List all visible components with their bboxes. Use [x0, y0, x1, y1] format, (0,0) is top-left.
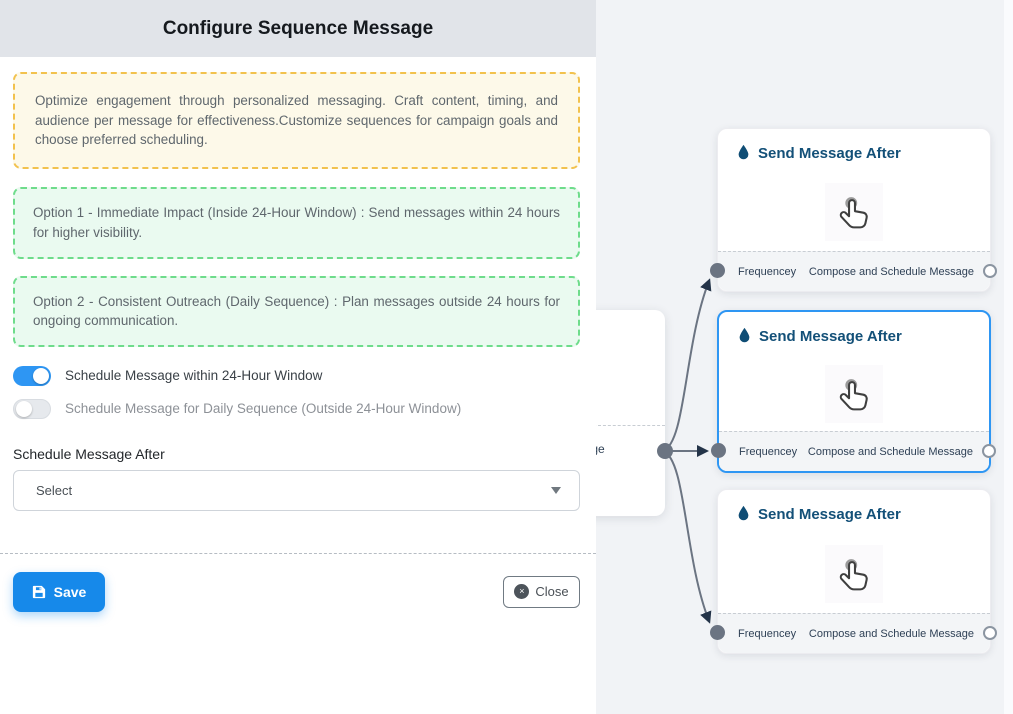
- tap-hand-icon: [825, 544, 883, 603]
- toggle-knob: [33, 367, 49, 384]
- node-footer-frequency[interactable]: Frequencey: [739, 445, 798, 458]
- output-handle[interactable]: [983, 626, 997, 640]
- save-floppy-icon: [32, 585, 46, 599]
- node-title: Send Message After: [759, 327, 902, 345]
- save-button-label: Save: [53, 583, 87, 600]
- footer-divider: [0, 552, 596, 554]
- schedule-after-label: Schedule Message After: [13, 445, 165, 462]
- tap-hand-icon: [825, 183, 883, 241]
- source-node-footer-label: ce Message: [596, 442, 605, 456]
- input-handle[interactable]: [710, 263, 725, 278]
- source-node-divider: [596, 425, 665, 426]
- tap-hand-icon: [825, 364, 883, 423]
- flow-node-send-message-after-1[interactable]: Send Message After Frequencey Compose an…: [710, 128, 997, 292]
- configure-sequence-panel: Configure Sequence Message Optimize enga…: [0, 0, 596, 612]
- toggle-daily-sequence[interactable]: [13, 398, 51, 419]
- panel-header: Configure Sequence Message: [0, 0, 596, 57]
- option1-note-box: Option 1 - Immediate Impact (Inside 24-H…: [13, 187, 580, 259]
- right-side-strip: [1004, 0, 1013, 714]
- select-value: Select: [36, 482, 73, 498]
- toggle-daily-sequence-label: Schedule Message for Daily Sequence (Out…: [65, 401, 462, 417]
- info-note-box: Optimize engagement through personalized…: [13, 72, 580, 170]
- water-drop-icon: [737, 327, 752, 345]
- source-output-handle[interactable]: [657, 443, 673, 459]
- page-title: Configure Sequence Message: [162, 17, 434, 39]
- save-button[interactable]: Save: [13, 571, 105, 612]
- output-handle[interactable]: [983, 264, 997, 278]
- output-handle[interactable]: [982, 444, 996, 458]
- flow-node-send-message-after-3[interactable]: Send Message After Frequencey Compose an…: [710, 489, 997, 654]
- node-title: Send Message After: [758, 144, 901, 162]
- flow-canvas[interactable]: ce Message Send Message After F: [596, 0, 1013, 714]
- option2-note-box: Option 2 - Consistent Outreach (Daily Se…: [13, 275, 580, 347]
- node-footer-compose[interactable]: Compose and Schedule Message: [807, 445, 973, 458]
- chevron-down-icon: [551, 481, 561, 499]
- input-handle[interactable]: [711, 443, 726, 458]
- toggle-knob: [16, 400, 32, 417]
- node-title: Send Message After: [758, 505, 901, 523]
- node-footer-frequency[interactable]: Frequencey: [738, 265, 797, 278]
- node-footer-frequency[interactable]: Frequencey: [738, 627, 797, 640]
- water-drop-icon: [736, 505, 751, 523]
- schedule-after-select[interactable]: Select: [13, 469, 580, 511]
- node-footer-compose[interactable]: Compose and Schedule Message: [808, 627, 974, 640]
- input-handle[interactable]: [710, 625, 725, 640]
- water-drop-icon: [736, 144, 751, 162]
- flow-node-send-message-after-2[interactable]: Send Message After Frequencey Compose an…: [711, 310, 996, 473]
- close-icon: ×: [514, 584, 530, 600]
- toggle-within-24h-label: Schedule Message within 24-Hour Window: [65, 368, 323, 384]
- node-footer-compose[interactable]: Compose and Schedule Message: [808, 265, 974, 278]
- source-node-sequence-message[interactable]: ce Message: [596, 310, 673, 516]
- close-button[interactable]: × Close: [503, 575, 580, 608]
- toggle-within-24h-window[interactable]: [13, 365, 51, 386]
- close-button-label: Close: [535, 584, 569, 600]
